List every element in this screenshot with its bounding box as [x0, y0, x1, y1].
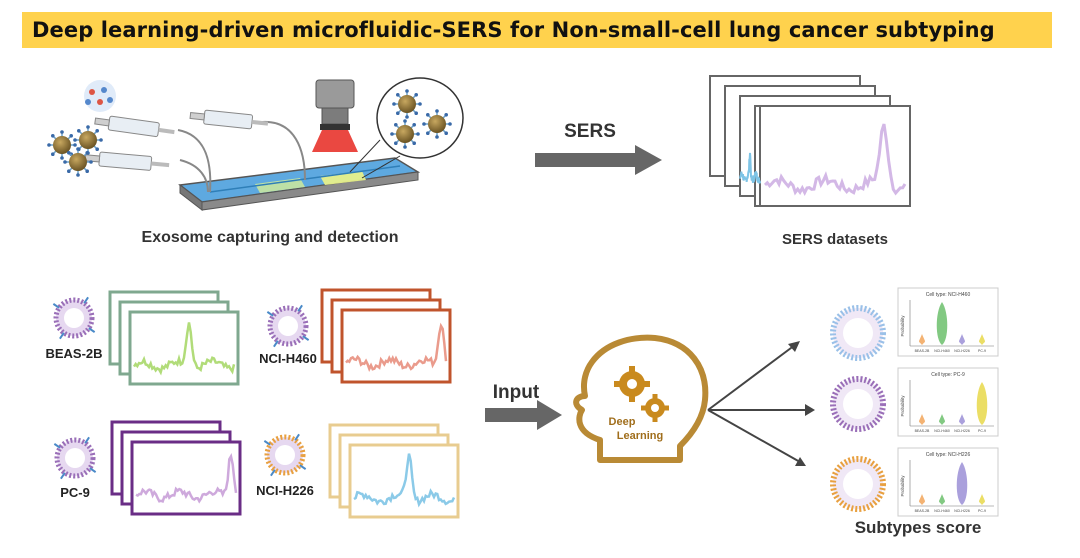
- dataset-trace: [763, 123, 907, 197]
- score-plot-category: NCI-H460: [934, 429, 950, 433]
- exosome-core: [278, 316, 298, 336]
- violin-shape: [936, 302, 948, 345]
- syringes: [84, 109, 269, 171]
- gold-nanoparticle: [63, 147, 93, 177]
- score-plot-category: PC-9: [978, 349, 986, 353]
- sers-arrow: [535, 145, 662, 175]
- cell-line-panel: NCI-H226: [256, 423, 460, 519]
- score-plot-category: NCI-H460: [934, 509, 950, 513]
- score-plot-category: PC-9: [978, 429, 986, 433]
- tubing: [177, 120, 306, 193]
- cell-line-panel: BEAS-2B: [45, 290, 240, 386]
- learning-label: Learning: [617, 430, 663, 442]
- score-plot-title: Cell type: PC-9: [931, 372, 965, 378]
- cell-line-panel: PC-9: [53, 420, 242, 516]
- violin-shape: [976, 382, 988, 425]
- input-arrow: [485, 400, 562, 430]
- subtypes-score-label: Subtypes score: [855, 518, 982, 537]
- gold-nanoparticle: [390, 119, 420, 149]
- sers-datasets-label: SERS datasets: [782, 231, 888, 248]
- input-arrow-label: Input: [493, 382, 540, 403]
- cell-line-label: BEAS-2B: [45, 346, 102, 361]
- score-plot-frame: [897, 287, 999, 357]
- spectrum-trace: [132, 322, 236, 376]
- gold-nanoparticle: [47, 130, 77, 160]
- sers-arrow-label: SERS: [564, 121, 616, 142]
- violin-shape: [939, 414, 945, 425]
- violin-shape: [919, 494, 925, 505]
- page-title: Deep learning-driven microfluidic-SERS f…: [32, 18, 995, 42]
- sers-dataset-stack: [709, 75, 911, 207]
- objective-lens: [312, 79, 358, 152]
- cell-line-label: NCI-H460: [259, 351, 317, 366]
- exosome-core: [843, 389, 873, 419]
- score-plot-frame: [897, 447, 999, 517]
- score-plot-ylabel: Probability: [900, 475, 905, 497]
- score-plot-category: NCI-H226: [954, 509, 970, 513]
- spectrum-frame: [130, 440, 242, 516]
- exosome-core: [843, 318, 873, 348]
- violin-shape: [919, 414, 925, 425]
- cell-line-label: NCI-H226: [256, 483, 314, 498]
- cell-line-panel: NCI-H460: [259, 288, 452, 384]
- nanoparticle-cluster: [84, 80, 116, 112]
- output-arrows: [707, 341, 815, 466]
- score-plot-title: Cell type: NCI-H460: [926, 292, 971, 298]
- score-plot-category: BEAS-2B: [915, 509, 930, 513]
- score-plot-title: Cell type: NCI-H226: [926, 452, 971, 458]
- exosome-capture-label: Exosome capturing and detection: [142, 229, 399, 246]
- exosome-core: [65, 448, 85, 468]
- deep-label: Deep: [609, 416, 636, 428]
- gold-nanoparticle: [422, 109, 452, 139]
- dataset-trace: [739, 152, 761, 184]
- violin-shape: [979, 334, 985, 345]
- gold-nanoparticle: [73, 125, 103, 155]
- score-plot-ylabel: Probability: [900, 315, 905, 337]
- exosome-core: [64, 308, 84, 328]
- spectrum-trace: [345, 322, 448, 373]
- dataset-front-frame: [759, 105, 911, 207]
- score-plot-category: NCI-H226: [954, 349, 970, 353]
- cell-line-label: PC-9: [60, 485, 90, 500]
- score-plot-category: BEAS-2B: [915, 349, 930, 353]
- violin-shape: [959, 414, 965, 425]
- title-bar: Deep learning-driven microfluidic-SERS f…: [22, 12, 1052, 48]
- spectrum-trace: [135, 452, 238, 504]
- gold-nanoparticle: [392, 89, 422, 119]
- score-plot-ylabel: Probability: [900, 395, 905, 417]
- spectrum-trace: [353, 453, 456, 508]
- score-plot-category: NCI-H460: [934, 349, 950, 353]
- score-plot-category: NCI-H226: [954, 429, 970, 433]
- microfluidic-chip: [178, 157, 421, 212]
- exosome-core: [843, 469, 873, 499]
- violin-shape: [959, 334, 965, 345]
- deep-learning-head-icon: Deep Learning: [573, 334, 709, 463]
- violin-shape: [919, 334, 925, 345]
- spectrum-frame: [340, 308, 452, 384]
- score-plot-category: PC-9: [978, 509, 986, 513]
- violin-shape: [939, 494, 945, 505]
- violin-shape: [979, 494, 985, 505]
- violin-shape: [956, 462, 968, 505]
- spectrum-frame: [128, 310, 240, 386]
- exosome-core: [275, 445, 295, 465]
- gold-nanoparticles: [47, 89, 452, 177]
- score-plot-category: BEAS-2B: [915, 429, 930, 433]
